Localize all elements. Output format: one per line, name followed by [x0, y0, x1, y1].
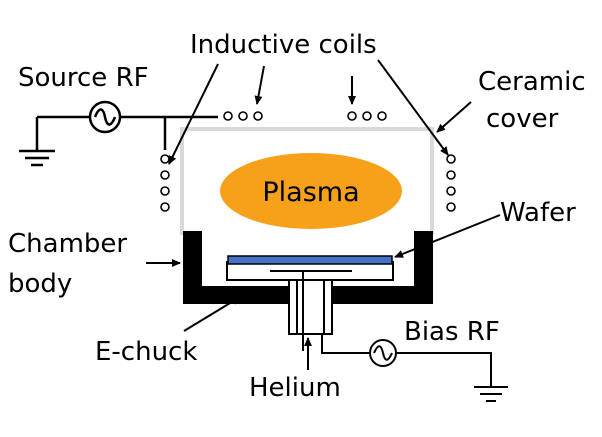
chamber-body — [183, 231, 433, 304]
bias-rf-circuit — [321, 334, 492, 387]
ceramic-cover — [180, 127, 434, 235]
coil-top-6 — [377, 111, 387, 121]
coils-side — [160, 154, 456, 212]
arrow-coils-to-top-left — [254, 65, 265, 105]
label-ceramic-cover-line1: Ceramic — [478, 67, 586, 97]
source-rf-icon-wave — [93, 108, 117, 126]
source-rf-circuit — [35, 115, 218, 151]
coil-top-5 — [362, 111, 372, 121]
plasma — [220, 153, 402, 229]
ceramic-cover-outline — [180, 127, 434, 235]
coil-left-1 — [160, 154, 170, 164]
helium-line — [270, 270, 352, 351]
source-rf-ground-icon — [19, 149, 55, 167]
arrow-coils-to-right-stack — [377, 59, 449, 156]
coil-top-4 — [347, 111, 357, 121]
arrow-ceramic-cover — [436, 101, 472, 133]
chamber-floor-left — [183, 286, 289, 304]
coil-right-3 — [446, 186, 456, 196]
label-helium: Helium — [249, 373, 341, 403]
bias-rf-lead-right — [397, 352, 492, 387]
label-e-chuck: E-chuck — [95, 337, 197, 367]
bias-rf-ground-icon — [474, 386, 508, 402]
arrow-wafer — [394, 214, 501, 258]
arrow-coils-to-left-stack — [168, 63, 219, 165]
coil-right-1 — [446, 154, 456, 164]
wafer — [227, 255, 393, 265]
label-inductive-coils: Inductive coils — [190, 30, 377, 60]
label-bias-rf: Bias RF — [404, 317, 500, 347]
label-wafer: Wafer — [500, 198, 576, 228]
bias-rf-icon — [369, 339, 397, 367]
coil-top-1 — [223, 111, 233, 121]
coil-left-3 — [160, 186, 170, 196]
coil-right-2 — [446, 170, 456, 180]
coil-left-2 — [160, 170, 170, 180]
arrow-e-chuck — [183, 296, 241, 332]
label-chamber-body-line1: Chamber — [8, 229, 127, 259]
bias-rf-icon-wave — [373, 345, 393, 361]
bias-rf-lead-left — [321, 334, 369, 354]
label-source-rf: Source RF — [18, 63, 149, 93]
coils-top — [223, 111, 387, 121]
coil-top-2 — [238, 111, 248, 121]
label-chamber-body-line2: body — [8, 269, 72, 299]
chamber-right-wall — [414, 231, 433, 304]
chamber-left-wall — [183, 231, 202, 304]
source-rf-icon — [88, 100, 122, 134]
coil-left-4 — [160, 202, 170, 212]
leader-arrows — [146, 59, 501, 332]
e-chuck-stem-outer — [288, 279, 333, 335]
label-ceramic-cover-line2: cover — [486, 104, 559, 134]
coil-top-3 — [253, 111, 263, 121]
coil-right-4 — [446, 202, 456, 212]
plasma-label: Plasma — [262, 177, 359, 208]
chamber-floor-right — [333, 286, 433, 304]
